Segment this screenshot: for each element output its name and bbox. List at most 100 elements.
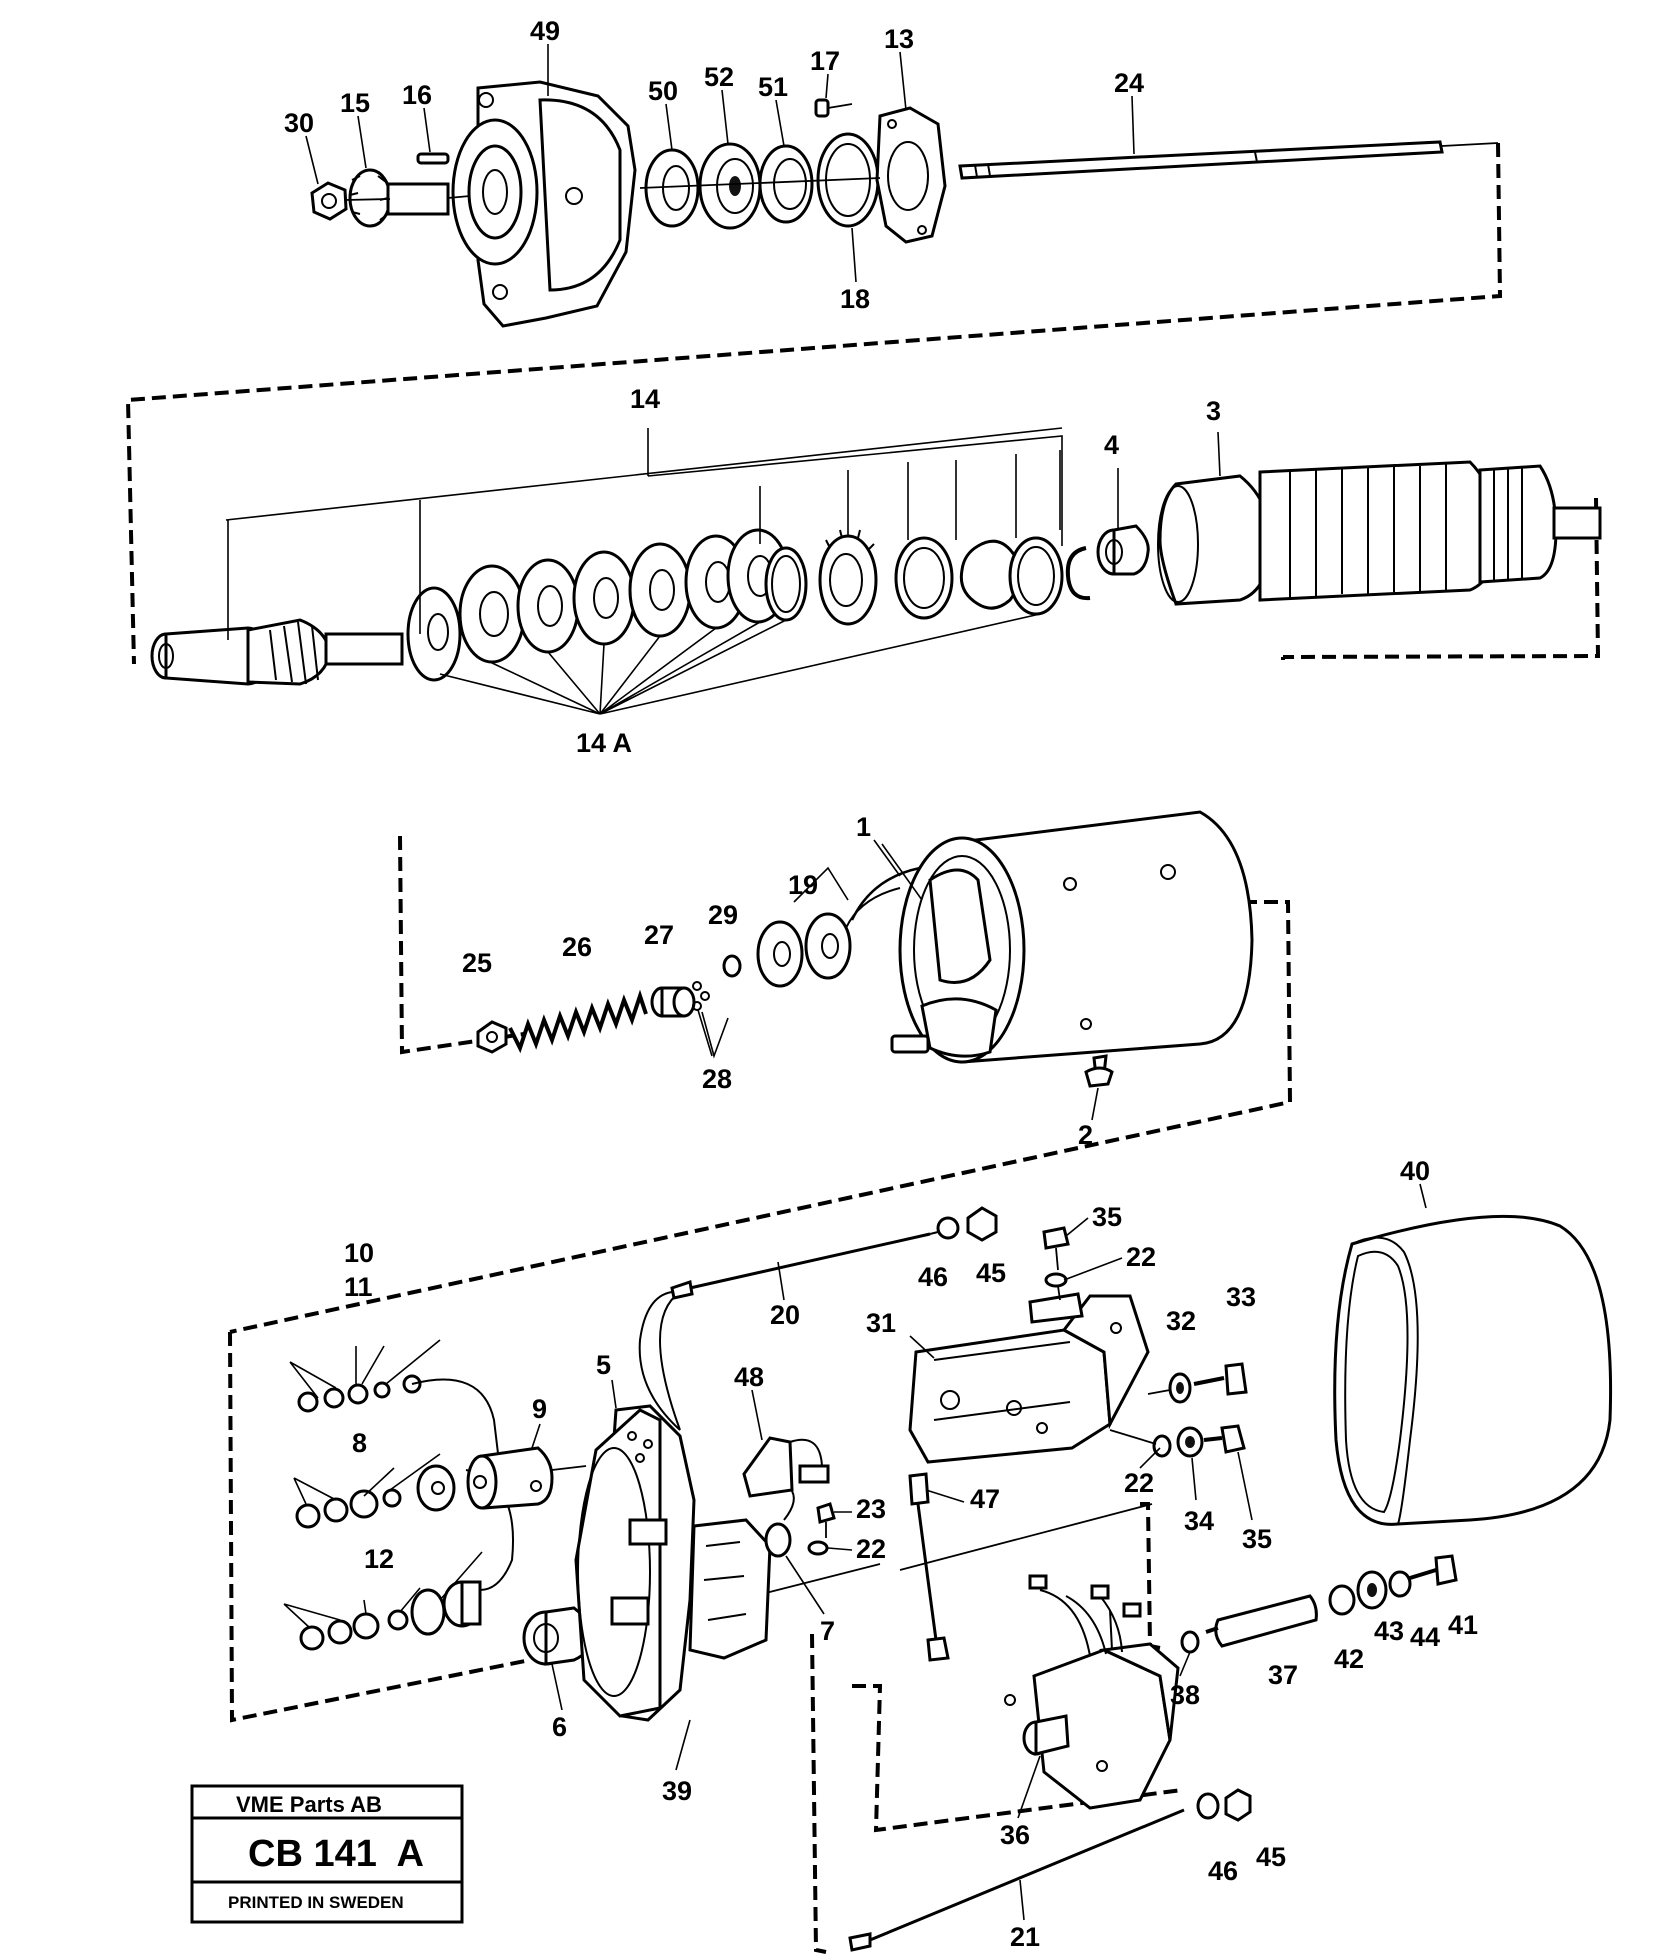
part-22-34-35-right xyxy=(1152,1424,1246,1458)
part-14-spline-hub xyxy=(818,529,878,626)
label-30: 30 xyxy=(284,108,314,138)
label-51: 51 xyxy=(758,72,788,102)
label-41: 41 xyxy=(1448,1610,1478,1640)
label-46-bottom: 46 xyxy=(1208,1856,1238,1886)
label-1: 1 xyxy=(856,812,871,842)
part-13-cover-plate xyxy=(875,106,947,244)
label-2: 2 xyxy=(1078,1120,1093,1150)
part-8-hardware-row xyxy=(295,1464,456,1529)
label-4: 4 xyxy=(1104,430,1119,460)
part-14-drive-sleeve xyxy=(150,618,404,686)
label-leader-lines xyxy=(305,44,1427,1921)
part-7-clip xyxy=(764,1487,795,1558)
part-26-spring xyxy=(508,989,648,1054)
part-25-nut xyxy=(476,1020,508,1054)
part-5-end-frame xyxy=(574,1404,696,1722)
part-12-hardware-row xyxy=(299,1580,482,1651)
part-10-11-hardware-row xyxy=(297,1374,422,1413)
label-5: 5 xyxy=(596,1350,611,1380)
label-20: 20 xyxy=(770,1300,800,1330)
part-36-relay xyxy=(1004,1574,1180,1810)
label-14a: 14 A xyxy=(576,728,632,758)
part-40-cover xyxy=(1333,1214,1613,1526)
title-block: VME Parts AB CB 141 A PRINTED IN SWEDEN xyxy=(190,1784,464,1924)
part-1-yoke-housing xyxy=(845,810,1254,1064)
label-31: 31 xyxy=(866,1308,896,1338)
part-31-solenoid xyxy=(908,1292,1150,1464)
label-21: 21 xyxy=(1010,1922,1040,1952)
title-block-code: CB 141 A xyxy=(248,1833,424,1875)
part-19-washers xyxy=(756,912,852,988)
label-46-top: 46 xyxy=(918,1262,948,1292)
label-29: 29 xyxy=(708,900,738,930)
part-15-pinion xyxy=(348,168,450,228)
part-51-bushing xyxy=(758,144,814,224)
label-15: 15 xyxy=(340,88,370,118)
part-16-key xyxy=(416,152,450,165)
label-22-right: 22 xyxy=(1124,1468,1154,1498)
label-7: 7 xyxy=(820,1616,835,1646)
part-14-washer xyxy=(406,586,462,682)
part-9-terminal-block xyxy=(466,1446,587,1510)
part-14a-clutch-plates xyxy=(458,528,790,664)
label-40: 40 xyxy=(1400,1156,1430,1186)
label-38: 38 xyxy=(1170,1680,1200,1710)
label-36: 36 xyxy=(1000,1820,1030,1850)
commutator-end-group xyxy=(228,1206,1613,1954)
label-52: 52 xyxy=(704,62,734,92)
label-32: 32 xyxy=(1166,1306,1196,1336)
drive-end-group xyxy=(310,80,1499,328)
label-35-right: 35 xyxy=(1242,1524,1272,1554)
title-block-footer: PRINTED IN SWEDEN xyxy=(228,1893,404,1912)
label-49: 49 xyxy=(530,16,560,46)
part-35-22-top xyxy=(1042,1226,1070,1301)
part-number-labels: 49 15 16 30 50 52 51 17 13 24 18 14 14 A… xyxy=(284,16,1478,1952)
part-37-44-hardware xyxy=(1180,1554,1458,1654)
label-14: 14 xyxy=(630,384,660,414)
label-8: 8 xyxy=(352,1428,367,1458)
part-39-brush-holder xyxy=(688,1518,772,1660)
label-3: 3 xyxy=(1206,396,1221,426)
label-23: 23 xyxy=(856,1494,886,1524)
part-24-through-bolt xyxy=(958,140,1499,180)
part-27-bushing xyxy=(650,986,696,1018)
label-45-top: 45 xyxy=(976,1258,1006,1288)
label-6: 6 xyxy=(552,1712,567,1742)
part-3-armature xyxy=(1157,460,1602,606)
label-24: 24 xyxy=(1114,68,1144,98)
label-19: 19 xyxy=(788,870,818,900)
label-12: 12 xyxy=(364,1544,394,1574)
label-48: 48 xyxy=(734,1362,764,1392)
label-25: 25 xyxy=(462,948,492,978)
label-13: 13 xyxy=(884,24,914,54)
clutch-group xyxy=(150,427,1602,715)
label-50: 50 xyxy=(648,76,678,106)
part-30-nut xyxy=(310,181,348,221)
label-47: 47 xyxy=(970,1484,1000,1514)
part-4-bushing xyxy=(1096,524,1150,576)
label-17: 17 xyxy=(810,46,840,76)
label-9: 9 xyxy=(532,1394,547,1424)
label-27: 27 xyxy=(644,920,674,950)
label-33: 33 xyxy=(1226,1282,1256,1312)
label-18: 18 xyxy=(840,284,870,314)
title-block-company: VME Parts AB xyxy=(236,1792,382,1817)
label-35-top: 35 xyxy=(1092,1202,1122,1232)
label-26: 26 xyxy=(562,932,592,962)
label-10: 10 xyxy=(344,1238,374,1268)
part-47-cable xyxy=(908,1472,950,1662)
part-21-bolt xyxy=(848,1788,1252,1952)
label-45-bottom: 45 xyxy=(1256,1842,1286,1872)
part-49-drive-housing xyxy=(447,80,637,328)
label-39: 39 xyxy=(662,1776,692,1806)
label-43: 43 xyxy=(1374,1616,1404,1646)
label-16: 16 xyxy=(402,80,432,110)
part-32-33-washer-bolt xyxy=(1168,1362,1248,1404)
label-11: 11 xyxy=(344,1272,373,1302)
label-42: 42 xyxy=(1334,1644,1364,1674)
label-34: 34 xyxy=(1184,1506,1214,1536)
part-23-22-lower xyxy=(807,1502,836,1556)
label-28: 28 xyxy=(702,1064,732,1094)
part-48-connector xyxy=(742,1436,830,1498)
